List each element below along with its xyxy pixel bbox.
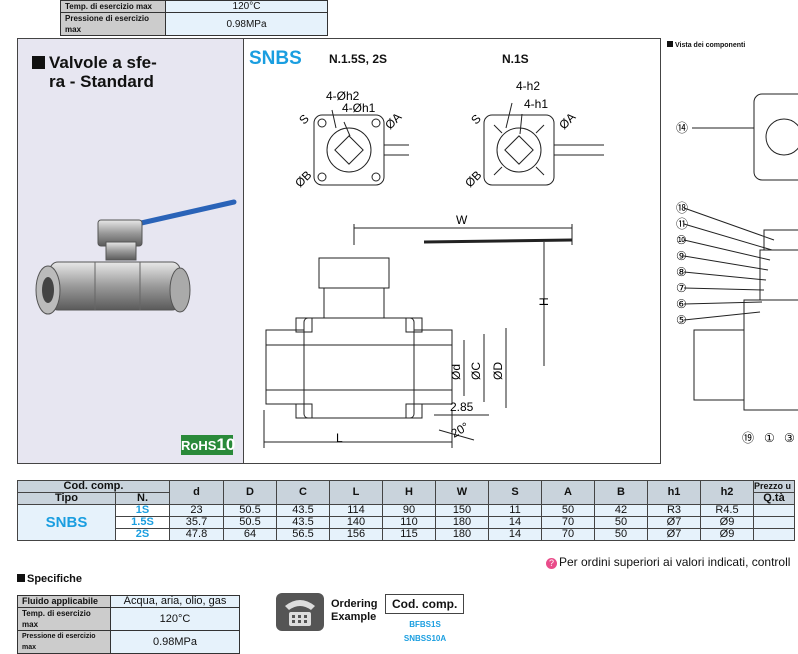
top-spec-row: Temp. di esercizio max 120°C: [60, 0, 328, 13]
spec-row: Temp. di esercizio max 120°C: [17, 607, 240, 631]
header-A: A: [541, 480, 595, 505]
part-10: ⑩: [676, 233, 687, 247]
n-cell: 2S: [115, 528, 170, 541]
type-cell: SNBS: [17, 504, 116, 541]
part-7: ⑦: [676, 281, 687, 295]
header-n: N.: [115, 492, 170, 505]
part-14: ⑭: [676, 121, 688, 135]
technical-drawing: 4-Øh2 4-Øh1 S ØA ØB 4-h2 4-h1 S ØA ØB W …: [263, 79, 604, 448]
dim-label-h2: 4-Øh2: [326, 89, 360, 103]
series-code: SNBS: [249, 48, 302, 69]
info-icon: ?: [546, 558, 557, 569]
dim-label-hh: H: [537, 297, 551, 306]
variant-label-n1s: N.1S: [502, 52, 529, 66]
n-cell: 1.5S: [115, 516, 170, 529]
n-cell: 1S: [115, 504, 170, 517]
part-1: ①: [764, 431, 775, 445]
ordering-example-1: BFBS1S: [409, 620, 441, 629]
dim-label-285: 2.85: [450, 400, 474, 414]
spec-key: Temp. di esercizio max: [60, 0, 166, 13]
dim-label-dd: ØD: [491, 362, 505, 380]
top-spec-row: Pressione di esercizio max 0.98MPa: [60, 12, 328, 36]
dim-label-w: W: [456, 213, 468, 227]
dim-label-a-n1s: ØA: [556, 110, 578, 132]
header-price: Prezzo u: [753, 480, 795, 493]
header-codcomp: Cod. comp.: [17, 480, 170, 493]
product-panel: [17, 38, 661, 464]
header-H: H: [382, 480, 436, 505]
header-L: L: [329, 480, 383, 505]
specs-table: Fluido applicabile Acqua, aria, olio, ga…: [17, 595, 240, 654]
header-tipo: Tipo: [17, 492, 116, 505]
dim-label-h2-n1s: 4-h2: [516, 79, 540, 93]
top-spec-table: Temp. di esercizio max 120°C Pressione d…: [60, 0, 328, 36]
ordering-example-2: SNBSS10A: [403, 634, 447, 643]
header-S: S: [488, 480, 542, 505]
table-header-row: Tipo N. Q.tà: [17, 492, 795, 505]
part-18: ⑱: [676, 201, 688, 215]
spec-value: 120°C: [165, 0, 328, 13]
valve-photo: [35, 199, 237, 315]
header-W: W: [435, 480, 489, 505]
components-view-heading: Vista dei componenti: [667, 41, 745, 49]
dim-label-c: ØC: [469, 362, 483, 380]
spec-row: Pressione di esercizio max 0.98MPa: [17, 630, 240, 654]
header-qty: Q.tà: [753, 492, 795, 505]
ordering-codcomp-box: Cod. comp.: [385, 594, 465, 614]
part-8: ⑧: [676, 265, 687, 279]
table-header-row: Cod. comp. d D C L H W S A B h1 h2 Prezz…: [17, 480, 795, 505]
dim-label-s: S: [296, 112, 312, 128]
dimensions-table: Cod. comp. d D C L H W S A B h1 h2 Prezz…: [17, 480, 795, 541]
header-h2: h2: [700, 480, 754, 505]
header-d: d: [169, 480, 224, 505]
part-11: ⑪: [676, 217, 688, 231]
part-19: ⑲: [742, 431, 754, 445]
title-square-icon: [32, 56, 45, 69]
rohs-badge: RoHS10: [181, 435, 236, 455]
phone-icon: [276, 593, 324, 631]
dim-label-b-n1s: ØB: [462, 168, 484, 190]
dim-label-s-n1s: S: [468, 112, 484, 128]
table-row: SNBS 1S 23 50.5 43.5 114 90 150 11 50 42…: [17, 504, 795, 541]
spec-value: 0.98MPa: [165, 12, 328, 36]
heading-square-icon: [667, 41, 673, 47]
table-row: 2S 47.8 64 56.5 156 115 180 14 70 50 Ø7 …: [18, 528, 795, 541]
header-D: D: [223, 480, 277, 505]
table-row: 1.5S 35.7 50.5 43.5 140 110 180 14 70 50…: [18, 516, 795, 529]
dim-label-b: ØB: [292, 168, 314, 190]
heading-square-icon: [17, 574, 25, 582]
spec-row: Fluido applicabile Acqua, aria, olio, ga…: [17, 595, 240, 608]
dim-label-a: ØA: [382, 110, 404, 132]
part-3: ③: [784, 431, 795, 445]
variant-label-n15s: N.1.5S, 2S: [329, 52, 388, 66]
header-h1: h1: [647, 480, 701, 505]
part-5: ⑤: [676, 313, 687, 327]
dim-label-h1-n1s: 4-h1: [524, 97, 548, 111]
part-6: ⑥: [676, 297, 687, 311]
spec-key: Pressione di esercizio max: [60, 12, 166, 36]
product-title: Valvole a sfe- ra - Standard: [32, 53, 157, 91]
dim-label-d: Ød: [449, 364, 463, 380]
part-9: ⑨: [676, 249, 687, 263]
specs-heading: Specifiche: [17, 573, 82, 585]
dim-label-l: L: [336, 431, 343, 445]
order-note: ?Per ordini superiori ai valori indicati…: [546, 555, 790, 569]
component-view-drawing: ⑭ ⑱ ⑪ ⑩ ⑨ ⑧ ⑦ ⑥ ⑤ ⑲ ① ③: [676, 93, 798, 445]
header-C: C: [276, 480, 330, 505]
dim-label-h1: 4-Øh1: [342, 101, 376, 115]
header-B: B: [594, 480, 648, 505]
